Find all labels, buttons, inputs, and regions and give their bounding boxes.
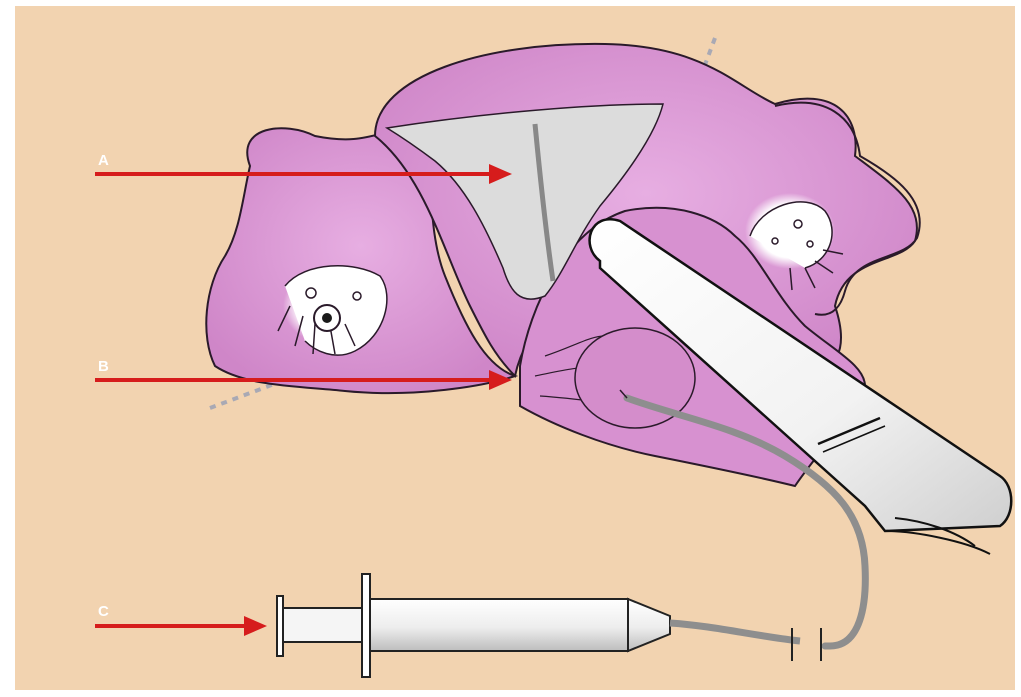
arrow-c: [95, 616, 267, 636]
label-b: B: [98, 359, 109, 374]
label-c: C: [98, 604, 109, 619]
diagram-svg: [15, 6, 1015, 690]
anatomical-diagram: A B C: [15, 6, 1015, 690]
syringe-icon: [277, 574, 821, 677]
label-a: A: [98, 153, 109, 168]
